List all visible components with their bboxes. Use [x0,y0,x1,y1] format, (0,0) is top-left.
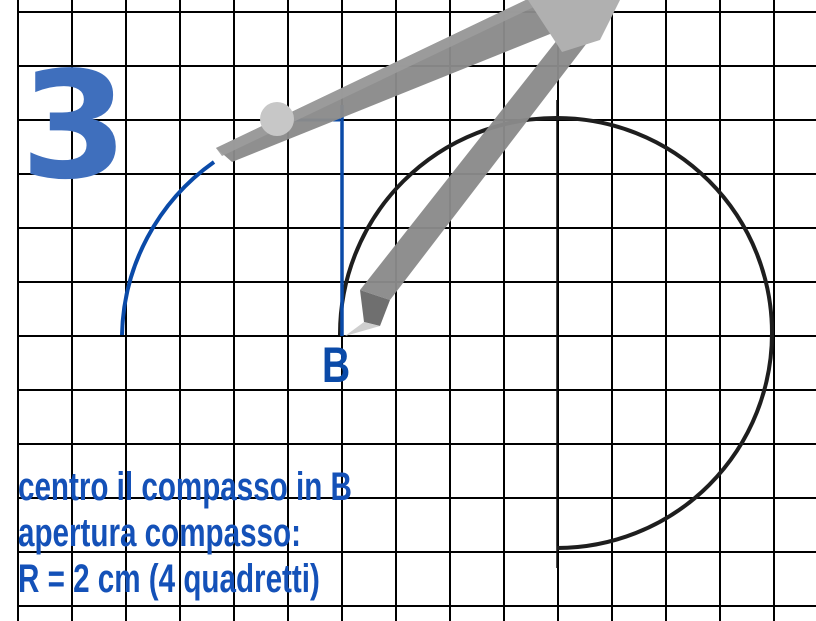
instruction-line-1: centro il compasso in B [18,465,352,509]
blue-arc [120,160,216,336]
instruction-line-3: R = 2 cm (4 quadretti) [18,557,320,601]
compass-pencil [360,290,390,326]
step-number: 3 [20,40,129,212]
black-circle-arc [337,115,775,550]
point-b-label: B [322,337,351,393]
compass-tool [216,0,620,336]
compass-pivot [260,102,294,136]
compass-pencil-tip [345,322,380,336]
square-grid [17,0,816,621]
instructions-text: centro il compasso in B apertura compass… [18,464,352,602]
instruction-line-2: apertura compasso: [18,511,301,555]
compass-right-leg [360,26,600,300]
compass-left-leg-highlight [216,0,536,156]
compass-left-leg [216,0,560,162]
compass-head [528,0,620,52]
